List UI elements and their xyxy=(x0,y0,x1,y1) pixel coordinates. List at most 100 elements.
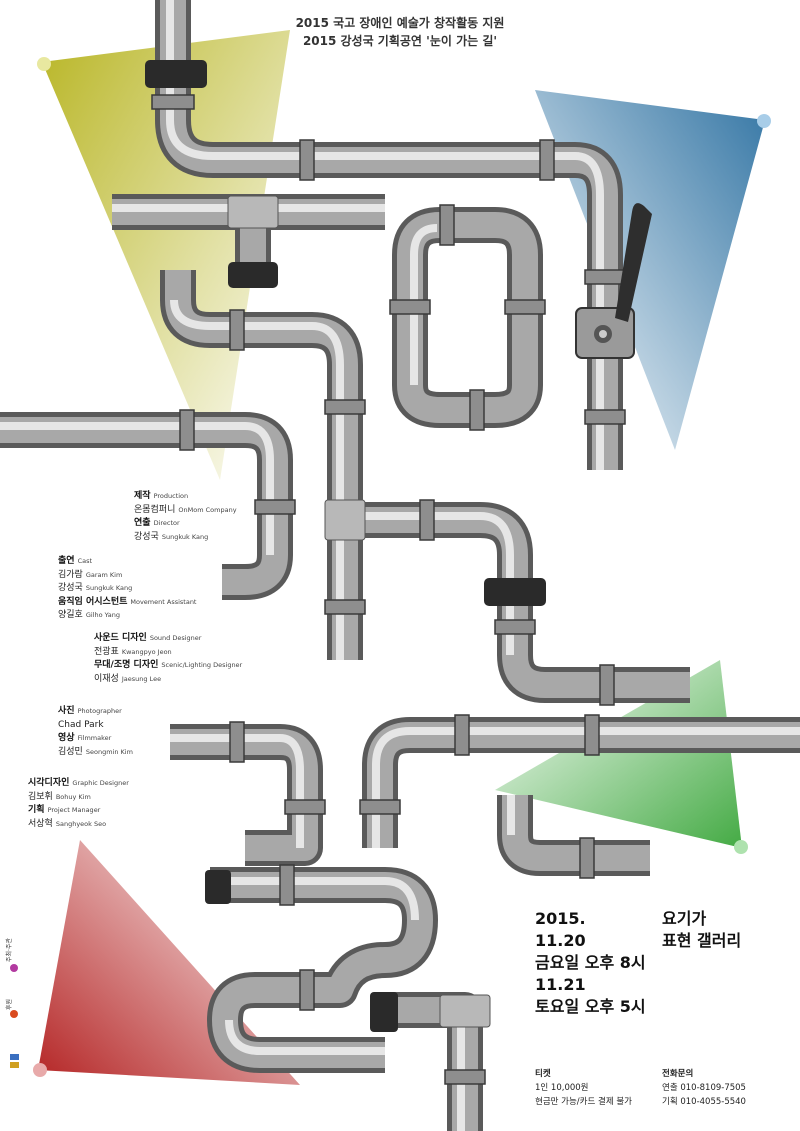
hex-nut xyxy=(370,992,398,1032)
coupling xyxy=(389,299,431,315)
tee-fitting xyxy=(227,195,279,229)
role-label-en: Cast xyxy=(77,557,93,565)
coupling xyxy=(419,499,435,541)
ticket-price: 1인 10,000원 xyxy=(535,1083,589,1093)
person-name-en: Seongmin Kim xyxy=(85,747,133,756)
hex-nut xyxy=(145,60,207,88)
person-name: 양길호 xyxy=(58,610,83,620)
role-label-en: Filmmaker xyxy=(77,734,112,742)
role-label: 사운드 디자인 xyxy=(94,633,147,643)
role-label: 출연 xyxy=(58,556,75,566)
person-name: 강성국 xyxy=(134,531,159,542)
role-label-en: Movement Assistant xyxy=(130,597,197,606)
red-light-dot xyxy=(33,1063,47,1077)
sponsor-logo xyxy=(10,1054,19,1060)
pipe-o-loop xyxy=(392,207,543,428)
event-dates: 2015. 11.20 금요일 오후 8시 11.21 토요일 오후 5시 xyxy=(535,908,646,1018)
header-line-1: 2015 국고 장애인 예술가 창작활동 지원 xyxy=(295,16,505,30)
person-name: 서상혁 xyxy=(28,818,53,829)
role-label-en: Graphic Designer xyxy=(72,779,129,787)
contact-direction: 연출 010-8109-7505 xyxy=(662,1083,746,1093)
event-date-1: 11.20 xyxy=(535,931,586,950)
contact-label: 전화문의 xyxy=(662,1069,694,1079)
tee-fitting xyxy=(439,994,491,1028)
role-label-en: Production xyxy=(153,492,189,500)
role-label: 연출 xyxy=(134,518,151,528)
person-name: 김보휘 xyxy=(28,791,53,802)
hex-nut xyxy=(484,578,546,606)
role-label-en: Scenic/Lighting Designer xyxy=(161,661,243,669)
role-label-en: Director xyxy=(153,519,180,527)
role-label-en: Project Manager xyxy=(47,806,101,814)
sponsor-logo xyxy=(10,1010,18,1018)
coupling xyxy=(584,714,600,756)
ball-valve xyxy=(575,203,652,359)
coupling xyxy=(284,799,326,815)
blue-light-dot xyxy=(757,114,771,128)
coupling xyxy=(584,269,626,285)
person-name: 이재성 xyxy=(94,673,119,684)
coupling xyxy=(299,139,315,181)
support-label: 후원 xyxy=(6,998,13,1010)
person-name-en: Sanghyeok Seo xyxy=(55,819,107,828)
coupling xyxy=(454,714,470,756)
role-label: 기획 xyxy=(28,805,45,815)
coupling xyxy=(324,599,366,615)
yellow-light-dot xyxy=(37,57,51,71)
sponsor-logo xyxy=(10,964,18,972)
person-name-en: OnMom Company xyxy=(178,505,237,514)
ticket-info: 티켓 1인 10,000원 현금만 가능/카드 결제 불가 xyxy=(535,1067,632,1109)
person-name-en: Gilho Yang xyxy=(85,611,120,619)
ticket-payment: 현금만 가능/카드 결제 불가 xyxy=(535,1097,632,1107)
coupling xyxy=(504,299,546,315)
coupling xyxy=(599,664,615,706)
event-venue: 요기가 표현 갤러리 xyxy=(662,908,741,952)
person-name: 강성국 xyxy=(58,583,83,593)
person-name-en: Garam Kim xyxy=(85,570,123,579)
coupling xyxy=(539,139,555,181)
role-label: 무대/조명 디자인 xyxy=(94,660,159,670)
sponsor-logo xyxy=(10,1062,19,1068)
event-date-2: 11.21 xyxy=(535,975,586,994)
person-name: 김가람 xyxy=(58,569,83,580)
event-time-2: 토요일 오후 5시 xyxy=(535,997,646,1016)
coupling xyxy=(579,837,595,879)
green-light-dot xyxy=(734,840,748,854)
event-time-1: 금요일 오후 8시 xyxy=(535,953,646,972)
role-label: 움직임 어시스턴트 xyxy=(58,596,128,607)
person-name-en: Sungkuk Kang xyxy=(85,584,133,592)
green-light-beam xyxy=(495,660,742,848)
role-label: 사진 xyxy=(58,706,75,716)
role-label: 시각디자인 xyxy=(28,778,70,788)
role-label-en: Photographer xyxy=(77,707,122,715)
person-name-en: Bohuy Kim xyxy=(55,792,91,801)
role-label: 영상 xyxy=(58,733,75,743)
person-name-en: Kwangpyo Jeon xyxy=(121,647,172,656)
contact-info: 전화문의 연출 010-8109-7505 기획 010-4055-5540 xyxy=(662,1067,746,1109)
role-label-en: Sound Designer xyxy=(149,634,202,642)
coupling xyxy=(254,499,296,515)
hex-nut xyxy=(228,262,278,288)
coupling xyxy=(229,309,245,351)
coupling xyxy=(469,389,485,431)
person-name: 전광표 xyxy=(94,646,119,657)
contact-planning: 기획 010-4055-5540 xyxy=(662,1097,746,1107)
person-name-en: Jaesung Lee xyxy=(121,674,162,683)
coupling xyxy=(584,409,626,425)
person-name: 김성민 xyxy=(58,746,83,757)
host-label: 주최·주관 xyxy=(6,938,13,962)
person-name-en: Sungkuk Kang xyxy=(161,532,209,541)
coupling xyxy=(151,94,195,110)
hex-nut xyxy=(205,870,231,904)
role-label: 제작 xyxy=(134,491,151,501)
coupling xyxy=(179,409,195,451)
person-name: 온몸컴퍼니 xyxy=(134,504,176,515)
coupling xyxy=(324,399,366,415)
person-name: Chad Park xyxy=(58,719,104,730)
